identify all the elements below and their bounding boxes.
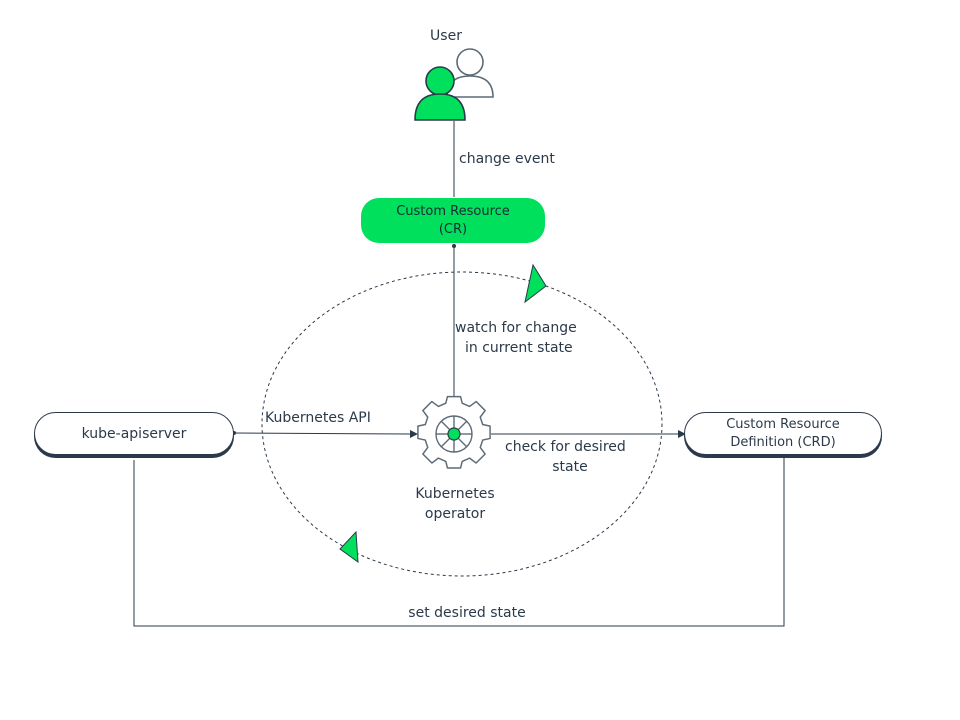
gear-icon: [417, 395, 491, 469]
crd-node[interactable]: Custom Resource Definition (CRD): [684, 412, 882, 455]
operator-label-line1: Kubernetes: [415, 486, 495, 502]
check-label-line1: check for desired: [505, 439, 626, 455]
set-desired-state-label: set desired state: [408, 605, 526, 621]
operator-label-line2: operator: [424, 506, 486, 522]
custom-resource-line1: Custom Resource: [396, 203, 510, 219]
edge-watch-arrow: [452, 244, 456, 248]
check-label-line2: state: [552, 459, 588, 475]
edge-api-arrow: [410, 430, 418, 438]
watch-label-line2: in current state: [465, 340, 573, 356]
custom-resource-node[interactable]: Custom Resource (CR): [361, 198, 545, 243]
loop-arrow-bottom: [339, 530, 359, 564]
crd-line2: Definition (CRD): [730, 434, 836, 450]
change-event-label: change event: [459, 151, 555, 167]
reconcile-loop: [261, 271, 663, 577]
crd-line1: Custom Resource: [726, 416, 840, 432]
kube-apiserver-label: kube-apiserver: [81, 425, 187, 442]
kube-apiserver-node[interactable]: kube-apiserver: [34, 412, 234, 455]
edge-kubernetes-api: [233, 432, 413, 435]
user-label: User: [430, 28, 462, 44]
loop-arrow-top: [524, 263, 547, 304]
custom-resource-line2: (CR): [438, 221, 468, 237]
edge-check-arrow: [678, 430, 686, 438]
kubernetes-api-label: Kubernetes API: [265, 410, 371, 426]
users-icon: [414, 48, 494, 121]
watch-label-line1: watch for change: [455, 320, 577, 336]
edge-set-desired: [133, 458, 785, 627]
